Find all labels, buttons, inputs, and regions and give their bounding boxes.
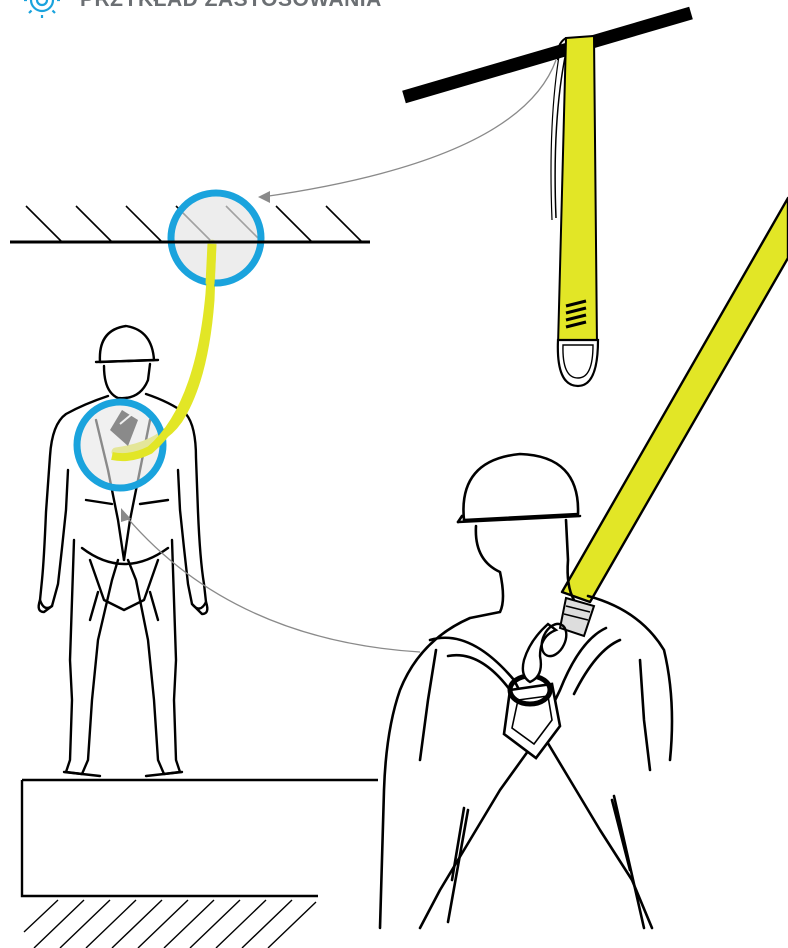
right-snap-hook <box>523 598 594 682</box>
sling-webbing <box>558 36 597 346</box>
pointer-arrow-bottom <box>124 514 420 652</box>
right-dorsal-d-ring <box>504 676 560 758</box>
ceiling-anchor-highlight <box>171 193 261 283</box>
ground-hatch <box>24 900 316 948</box>
pointer-arrow-top <box>262 60 556 197</box>
beam-with-sling <box>404 13 691 386</box>
beam <box>404 13 691 97</box>
platform <box>22 780 378 896</box>
left-worker <box>39 326 208 776</box>
